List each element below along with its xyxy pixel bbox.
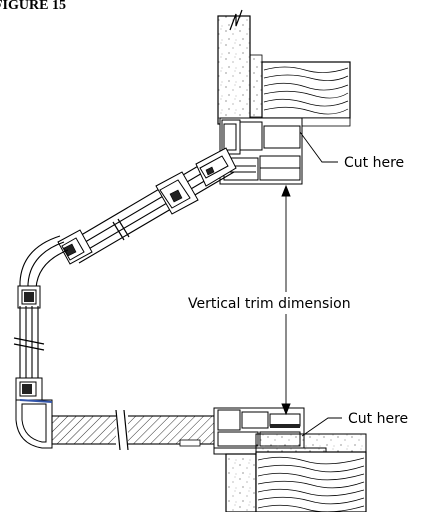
cut-here-top-leader [299,131,338,163]
vertical-left-glass [13,306,45,382]
bottom-infill-panel [51,409,217,451]
cut-here-bottom-label: Cut here [348,411,408,427]
gasket-bottom-corner [22,384,32,394]
vertical-trim-dimension-label: Vertical trim dimension [188,296,351,312]
top-frame-profile [219,117,303,185]
bottom-wall [213,433,367,512]
figure-title: FIGURE 15 [0,0,66,13]
gasket-bottom-frame [270,424,300,428]
bottom-left-corner [15,377,53,449]
cut-here-bottom-leader [301,417,342,437]
vertical-trim-dimension-line [281,184,291,416]
gasket-corner [24,292,34,302]
seal-line [19,399,53,403]
cut-here-top-label: Cut here [344,155,404,171]
angled-upper-sash [65,151,235,264]
gaskets-angled [63,166,215,257]
top-wall [217,9,351,127]
break-symbol [229,9,243,31]
